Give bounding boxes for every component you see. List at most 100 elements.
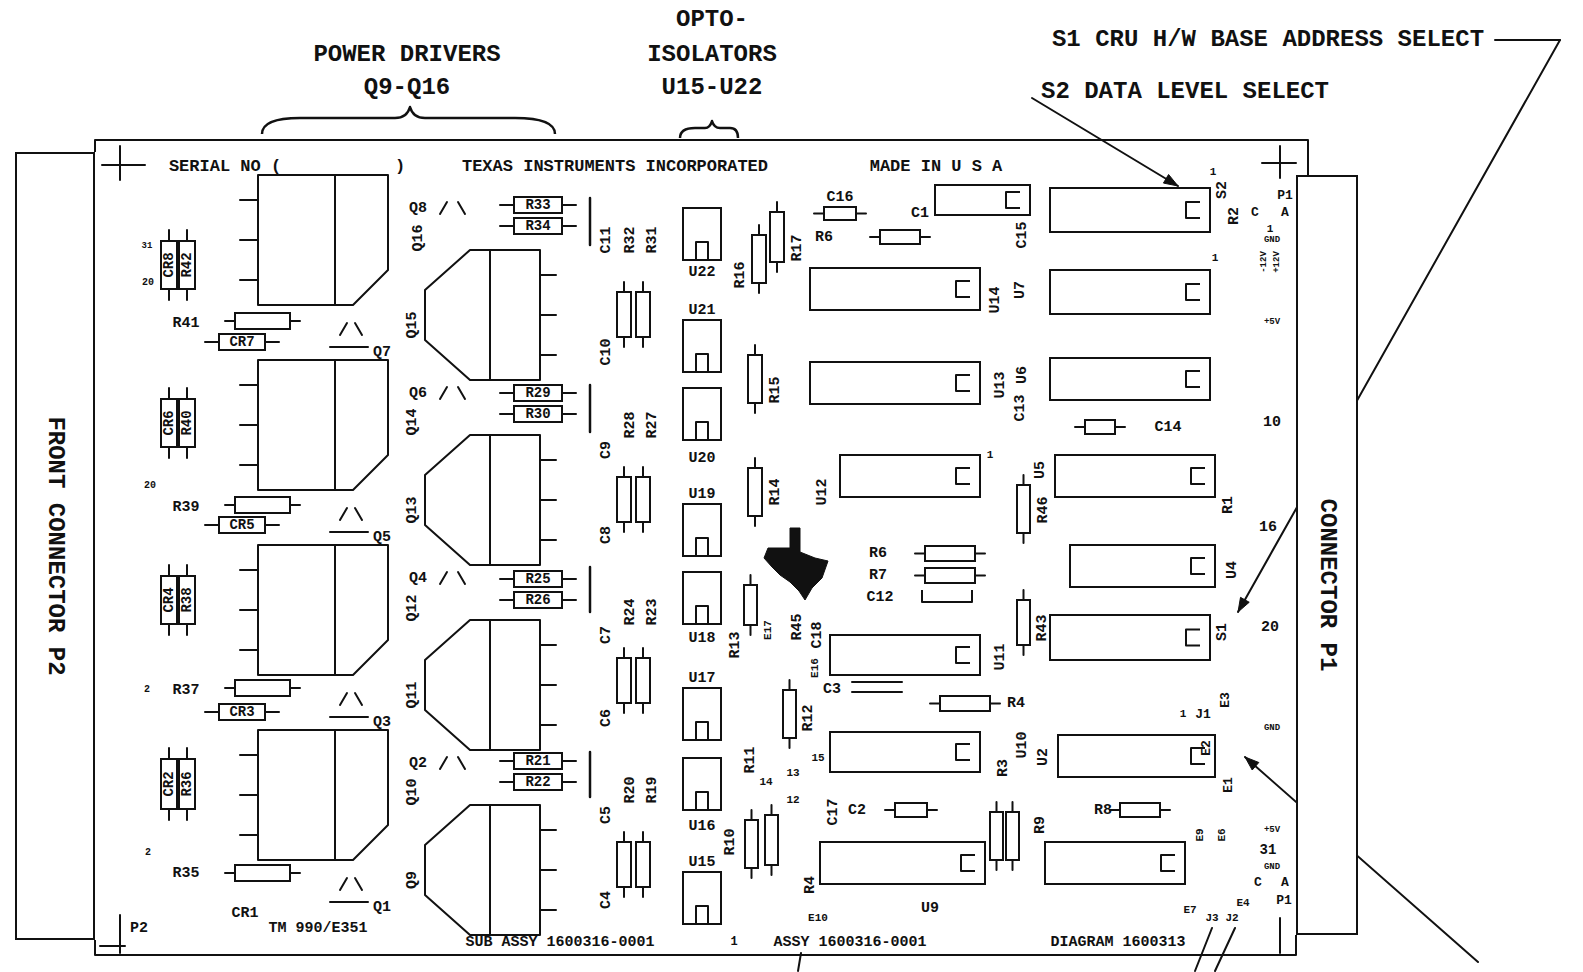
resistor-lead	[642, 648, 644, 658]
resistor-lead	[623, 337, 625, 347]
resistor-symbol	[235, 313, 290, 329]
ic-package	[1050, 615, 1210, 660]
board-label: Q2	[409, 756, 427, 771]
board-label: R13	[728, 631, 743, 658]
component-label: CR4	[162, 587, 176, 612]
board-label: R23	[645, 598, 660, 625]
ic-package	[1050, 270, 1210, 314]
board-label: P1	[1276, 894, 1292, 907]
component-label: R40	[180, 410, 194, 435]
board-label: U18	[688, 631, 715, 646]
board-label: U5	[1033, 461, 1048, 479]
board-label: Q13	[405, 496, 420, 523]
transistor-mark	[458, 572, 465, 584]
board-label: C9	[599, 441, 614, 459]
component-lead	[168, 810, 170, 820]
board-label: C16	[826, 190, 853, 205]
board-label: DIAGRAM 1600313	[1050, 935, 1185, 950]
board-label: R20	[623, 776, 638, 803]
board-label: R6	[815, 230, 833, 245]
ic-package	[935, 185, 1030, 215]
resistor-symbol	[880, 230, 920, 244]
board-label: OPTO-	[676, 8, 748, 32]
transistor-lead	[240, 794, 258, 796]
resistor-lead	[915, 553, 925, 555]
board-label: 20	[144, 481, 156, 491]
board-label: C18	[810, 621, 825, 648]
leader-line	[1195, 928, 1212, 971]
board-label: J3	[1205, 913, 1218, 924]
resistor-lead	[1075, 426, 1085, 428]
component-lead	[500, 781, 513, 783]
component-lead	[186, 448, 188, 458]
component-label: CR5	[229, 518, 254, 532]
component-box: R36	[178, 758, 196, 810]
transistor-lead	[240, 834, 258, 836]
connector-label: FRONT CONNECTOR P2	[43, 416, 67, 675]
board-label: Q5	[373, 530, 391, 545]
board-label: R11	[743, 746, 758, 773]
transistor-lead	[240, 464, 258, 466]
transistor-mark	[355, 323, 362, 335]
board-label: C17	[826, 798, 841, 825]
opto-notch	[696, 792, 708, 810]
opto-isolator	[683, 758, 721, 810]
opto-isolator	[683, 208, 721, 260]
resistor-symbol	[617, 292, 631, 337]
ic-package	[840, 455, 980, 497]
leader-line	[1238, 40, 1560, 612]
board-label: C14	[1154, 420, 1181, 435]
board-label: R4	[803, 876, 818, 894]
board-label: 1	[1267, 224, 1274, 235]
leader-line	[1245, 757, 1478, 962]
component-box: CR7	[218, 333, 266, 351]
ic-notch	[1186, 630, 1200, 646]
resistor-lead	[754, 345, 756, 355]
component-lead	[500, 599, 513, 601]
board-label: R35	[172, 866, 199, 881]
transistor-lead	[540, 499, 556, 501]
board-label: Q12	[405, 594, 420, 621]
heatsink	[258, 730, 388, 860]
resistor-symbol	[752, 235, 766, 283]
component-lead	[168, 448, 170, 458]
board-label: S2	[1215, 181, 1230, 199]
heatsink	[425, 805, 540, 935]
component-lead	[186, 565, 188, 575]
board-label: C1	[911, 206, 929, 221]
component-label: R29	[525, 386, 550, 400]
ic-package	[1055, 455, 1215, 497]
board-label: U21	[688, 303, 715, 318]
component-lead	[186, 810, 188, 820]
component-lead	[168, 625, 170, 635]
ic-notch	[1006, 192, 1020, 208]
ic-notch	[961, 855, 975, 871]
resistor-symbol	[783, 690, 796, 738]
opto-notch	[696, 422, 708, 440]
transistor-mark	[340, 693, 347, 705]
resistor-lead	[225, 504, 235, 506]
component-box: R22	[513, 773, 563, 791]
resistor-lead	[642, 282, 644, 292]
component-label: CR8	[162, 252, 176, 277]
resistor-lead	[754, 516, 756, 526]
transistor-mark	[330, 716, 368, 718]
leader-line	[1215, 928, 1235, 971]
board-label: U15	[688, 855, 715, 870]
ic-package	[1070, 545, 1215, 587]
board-label: U4	[1225, 561, 1240, 579]
resistor-lead	[623, 467, 625, 477]
board-label: U15-U22	[662, 76, 763, 100]
board-label: C12	[866, 590, 893, 605]
board-label: R41	[172, 316, 199, 331]
resistor-lead	[996, 802, 998, 812]
resistor-symbol	[1085, 420, 1115, 434]
board-label: TEXAS INSTRUMENTS INCORPORATED	[462, 158, 768, 175]
resistor-lead	[990, 703, 1000, 705]
component-lead	[500, 578, 513, 580]
transistor-lead	[240, 649, 258, 651]
ic-notch	[1161, 855, 1175, 871]
board-label: R12	[801, 704, 816, 731]
board-label: 2	[145, 848, 151, 858]
